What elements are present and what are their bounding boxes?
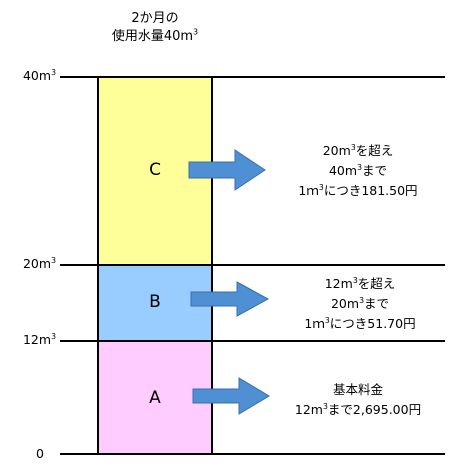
desc-line: 12m3まで2,695.00円: [294, 401, 422, 417]
header-title: 2か月の 使用水量40m3: [100, 10, 210, 46]
arrow-a-icon: [192, 377, 270, 415]
header-line-2: 使用水量40m3: [111, 27, 199, 44]
desc-line: 基本料金: [332, 382, 383, 397]
arrow-c-icon: [188, 149, 266, 191]
desc-line: 20m3まで: [330, 295, 390, 311]
segment-c-label: C: [149, 160, 161, 180]
header-line-1: 2か月の: [131, 11, 179, 26]
level-label-12: 12m3: [22, 331, 56, 347]
segment-b-label: B: [149, 292, 161, 312]
desc-line: 12m3を超え: [324, 275, 396, 291]
segment-a-label: A: [149, 388, 161, 408]
arrow-b-icon: [190, 281, 270, 317]
desc-line: 1ｍ3につき51.70円: [304, 315, 416, 331]
level-label-0: 0: [36, 446, 44, 461]
segment-b-description: 12m3を超え 20m3まで 1ｍ3につき51.70円: [270, 274, 450, 334]
segment-a-description: 基本料金 12m3まで2,695.00円: [268, 380, 448, 420]
desc-line: 1ｍ3につき181.50円: [298, 182, 418, 198]
segment-c-description: 20m3を超え 40m3まで 1ｍ3につき181.50円: [268, 141, 448, 201]
level-label-20: 20m3: [22, 255, 56, 271]
level-label-40: 40m3: [22, 67, 56, 83]
desc-line: 20m3を超え: [322, 142, 394, 158]
desc-line: 40m3まで: [328, 162, 388, 178]
